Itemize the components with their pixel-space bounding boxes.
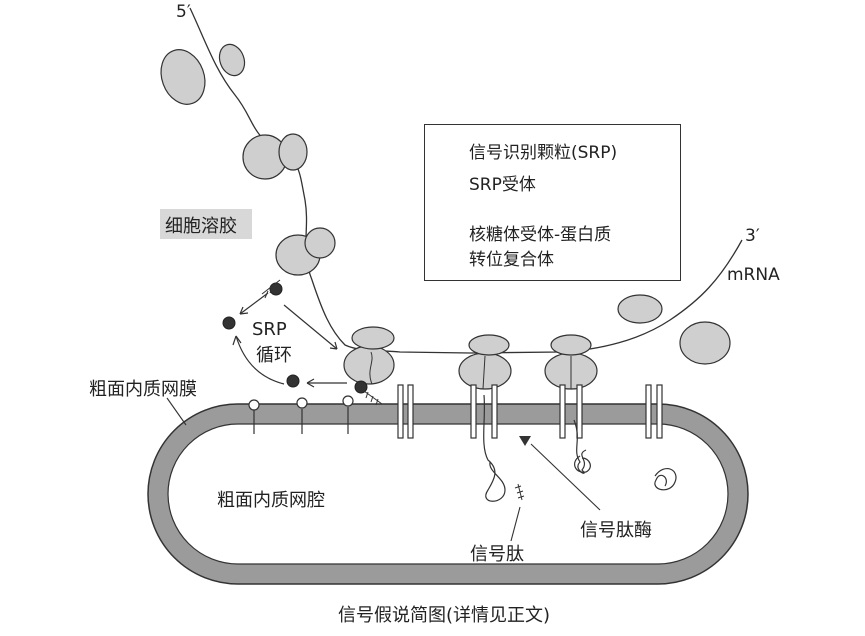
translocon-bar [470, 384, 477, 439]
five-prime-label: 5′ [176, 2, 191, 22]
ribosome-subunit [218, 43, 246, 77]
translocon-bar [491, 384, 498, 439]
cytosol-label-background [160, 209, 252, 239]
signal-peptidase-label: 信号肽酶 [580, 520, 652, 541]
bound-ribosomes [343, 326, 598, 390]
polypeptide-chains [483, 394, 677, 502]
srp-cycle-arrows [232, 292, 347, 388]
ribosome-subunit [617, 294, 663, 324]
legend-srp-receptor-label: SRP受体 [469, 175, 536, 195]
ribosome-subunit [304, 227, 336, 259]
srp-particle [354, 380, 368, 394]
rer-lumen-label: 粗面内质网腔 [217, 490, 325, 511]
translocon-bar [576, 384, 583, 439]
translocon-bar [656, 384, 663, 439]
ribosome-small [351, 326, 395, 350]
signal-sequences [261, 279, 525, 501]
ribosome-subunit [679, 321, 731, 365]
ribosome-large [343, 345, 395, 385]
ribosome-small [468, 334, 510, 356]
mrna-label: mRNA [727, 265, 780, 285]
srp-particle [222, 316, 236, 330]
signal-peptidase-marker [519, 436, 531, 446]
leader-lines [166, 397, 601, 542]
rer-membrane-label: 粗面内质网膜 [89, 379, 197, 400]
legend-box [424, 124, 681, 281]
cytosol-label: 细胞溶胶 [165, 216, 237, 237]
ribosome-subunit [160, 49, 206, 105]
legend-srp-label: 信号识别颗粒(SRP) [469, 143, 618, 163]
mrna-strand [189, 7, 743, 354]
srp-receptor-head [296, 397, 308, 409]
srp-particle [286, 374, 300, 388]
srp-receptors [248, 395, 354, 434]
nascent-chain-crease [369, 351, 572, 390]
legend-translocon-label-line1: 核糖体受体-蛋白质 [469, 225, 612, 245]
srp-receptor-head [342, 395, 354, 407]
rer-lumen [167, 423, 729, 565]
translocon-bar [407, 384, 414, 439]
ribosome-subunit [278, 133, 308, 171]
translocons [397, 384, 663, 439]
srp-receptor-head [248, 399, 260, 411]
ribosome-small [550, 334, 592, 356]
srp-particles [222, 282, 368, 394]
signal-peptide-label: 信号肽 [470, 544, 524, 565]
translocon-bar [559, 384, 566, 439]
three-prime-label: 3′ [745, 226, 760, 246]
translocon-bar [397, 384, 404, 439]
srp-cycle-label-line2: 循环 [256, 345, 292, 366]
legend-translocon-label-line2: 转位复合体 [469, 250, 554, 270]
srp-cycle-label-line1: SRP [252, 319, 287, 340]
free-ribosomes [160, 43, 731, 365]
figure-caption: 信号假说简图(详情见正文) [338, 605, 551, 626]
translocon-bar [645, 384, 652, 439]
